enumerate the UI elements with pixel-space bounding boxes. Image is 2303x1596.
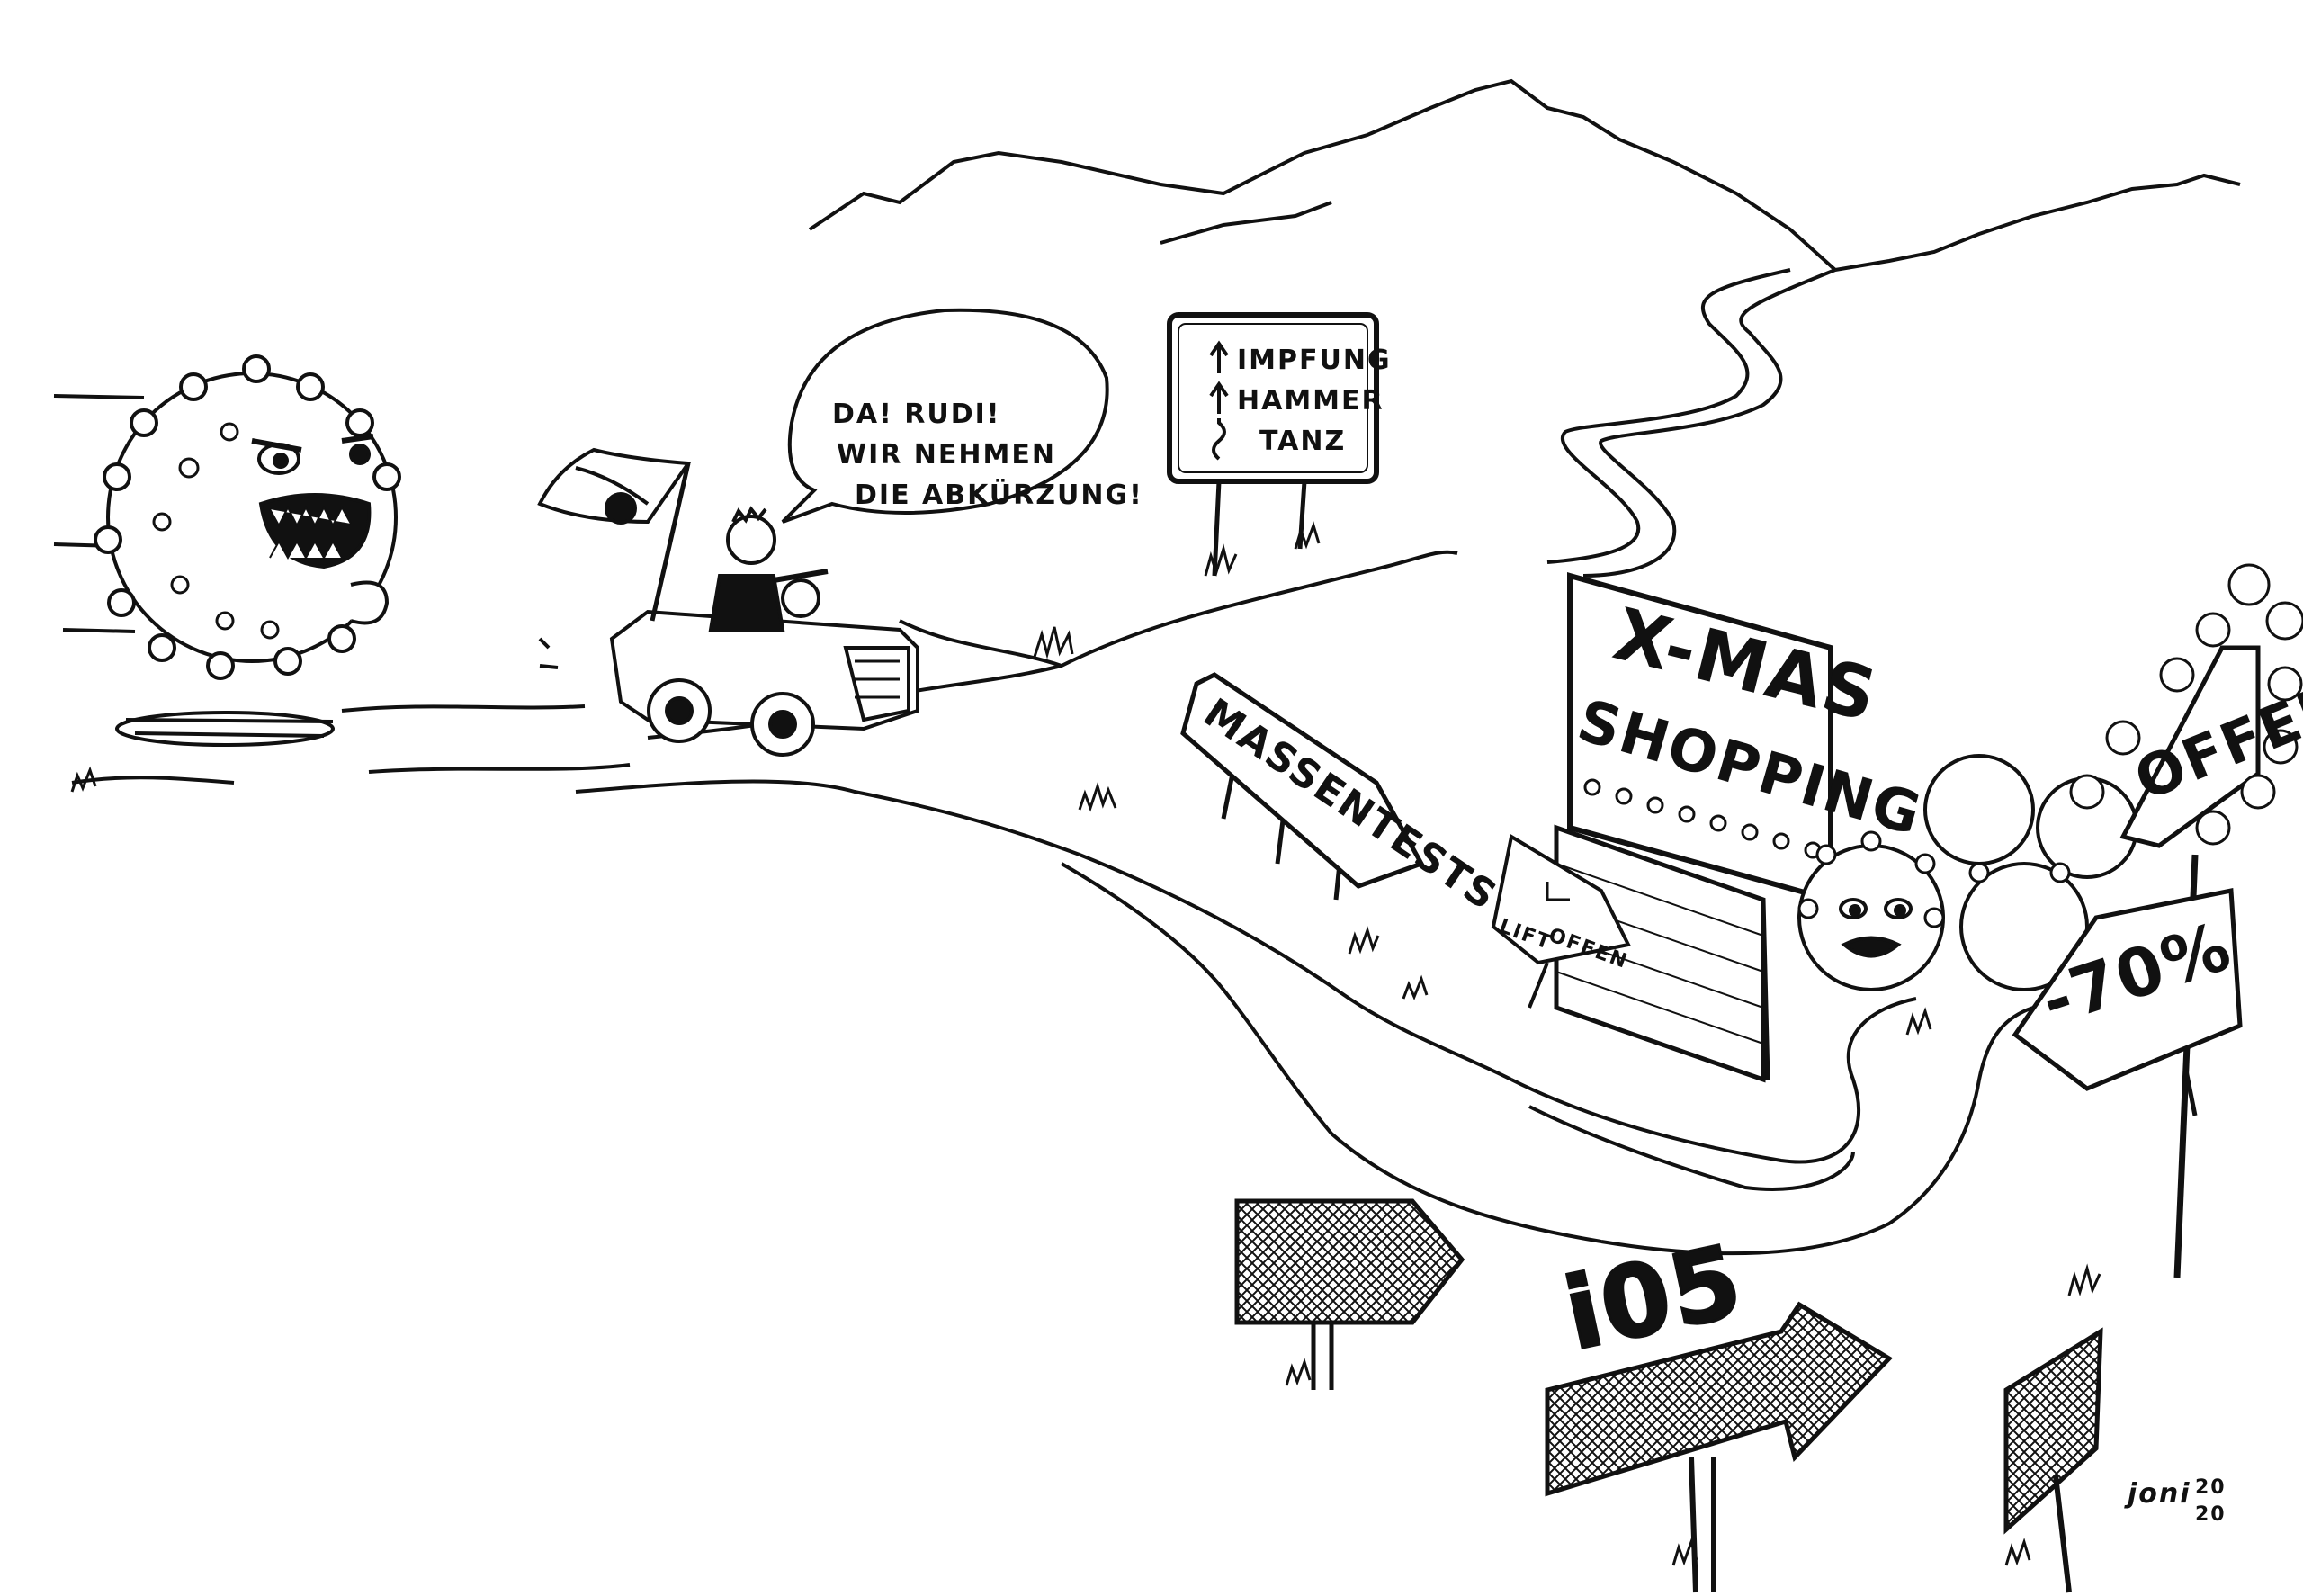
hatched-sign-left xyxy=(1234,1198,1465,1390)
xmas-billboard: X-MAS SHOPPING xyxy=(1554,572,1930,1083)
artist-signature: joni 20 20 xyxy=(2124,1476,2227,1526)
ios-sign: i05 xyxy=(1545,1222,1893,1593)
signature-year-b: 20 xyxy=(2195,1503,2227,1526)
direction-sign: IMPFUNG HAMMER TANZ xyxy=(1167,312,1392,577)
car-with-driver xyxy=(537,447,919,757)
massentests-label: MASSENTESTS xyxy=(1196,690,1506,920)
offen-sign: OFFEN xyxy=(2069,563,2303,1278)
grass-tufts xyxy=(70,521,2101,1566)
arrow-up-icon-2 xyxy=(1209,381,1229,414)
sign-row-tanz: TANZ xyxy=(1259,426,1346,457)
speech-line-1: DA! RUDI! xyxy=(832,399,1000,430)
massentests-sign: MASSENTESTS xyxy=(1180,672,1506,920)
sign-row-impfung: IMPFUNG xyxy=(1237,345,1392,376)
mountain-range xyxy=(808,78,2241,272)
speech-bubble: DA! RUDI! WIR NEHMEN DIE ABKÜRZUNG! xyxy=(781,308,1143,524)
speech-line-2: WIR NEHMEN xyxy=(837,439,1056,471)
hatched-sign-right xyxy=(2003,1327,2103,1593)
lift-icon xyxy=(1546,882,1570,901)
arrow-up-icon xyxy=(1209,340,1229,373)
signature-name: joni xyxy=(2124,1478,2191,1510)
speech-line-3: DIE ABKÜRZUNG! xyxy=(855,478,1143,511)
winding-road xyxy=(71,268,2034,1256)
sign-row-hammer: HAMMER xyxy=(1237,385,1384,417)
signature-year-a: 20 xyxy=(2195,1476,2227,1499)
bulb-lights xyxy=(2069,563,2303,846)
winding-arrow-icon xyxy=(1212,418,1226,461)
virus-monster xyxy=(53,354,401,747)
